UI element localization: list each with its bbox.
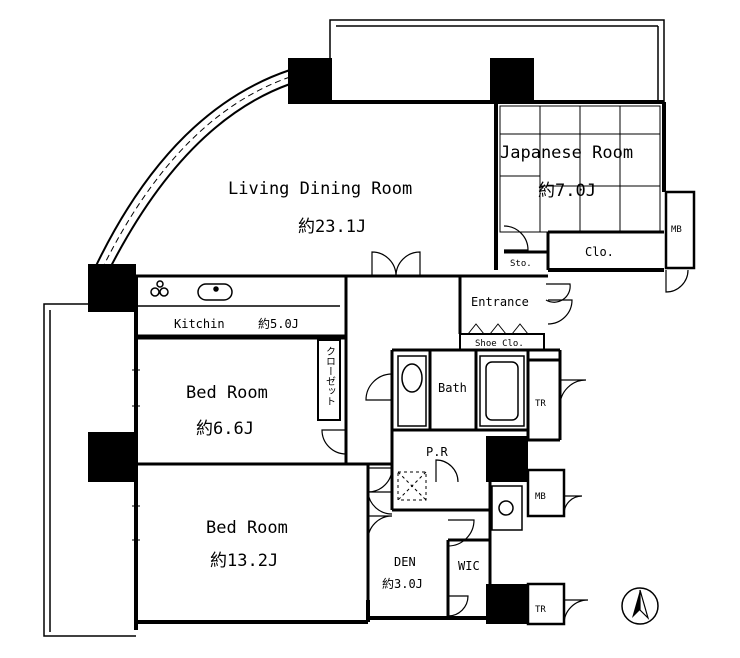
storage-label: Sto.: [510, 259, 532, 269]
window-marks: [132, 369, 140, 541]
bedroom1-name: Bed Room: [186, 383, 268, 403]
den-name: DEN: [394, 555, 416, 569]
kitchen-walls: [136, 274, 348, 464]
mb-top-label: MB: [671, 225, 682, 235]
living-room-size: 約23.1J: [298, 217, 366, 237]
bath-label: Bath: [438, 381, 467, 395]
washbasin-dashed: [397, 471, 427, 501]
doors: [321, 225, 689, 625]
bath-fixtures: [397, 355, 525, 531]
stove-icon: [150, 280, 169, 297]
shoe-closet-label: Shoe Clo.: [475, 339, 524, 349]
closet-label: Clo.: [585, 245, 614, 259]
bedroom1-size: 約6.6J: [196, 419, 254, 439]
kitchen-name: Kitchin: [174, 317, 225, 331]
balcony-top: [329, 19, 665, 102]
bedroom2-name: Bed Room: [206, 518, 288, 538]
wic-label: WIC: [458, 559, 480, 573]
kuroset-label: クローゼット: [324, 346, 336, 406]
curved-window-wall: [93, 69, 291, 273]
structural-columns: [88, 58, 534, 624]
tr-top-label: TR: [535, 399, 546, 409]
japanese-room-walls: [504, 190, 696, 270]
japanese-room-name: Japanese Room: [500, 143, 633, 163]
balcony-left: [43, 303, 136, 637]
entrance-label: Entrance: [471, 295, 529, 309]
powder-room-label: P.R: [426, 445, 448, 459]
den-size: 約3.0J: [382, 576, 423, 591]
bedroom2-size: 約13.2J: [210, 551, 278, 571]
living-room-name: Living Dining Room: [228, 179, 412, 199]
tatami-grid: [499, 105, 661, 233]
kitchen-size: 約5.0J: [258, 316, 299, 331]
sink-icon: [197, 283, 233, 301]
core-walls: [346, 274, 566, 626]
north-arrow-icon: [621, 587, 659, 625]
tr-bottom-label: TR: [535, 605, 546, 615]
bedroom-walls: [136, 336, 392, 622]
japanese-room-size: 約7.0J: [538, 181, 596, 201]
mb-bottom-label: MB: [535, 492, 546, 502]
shoe-closet-icons: [467, 323, 529, 335]
